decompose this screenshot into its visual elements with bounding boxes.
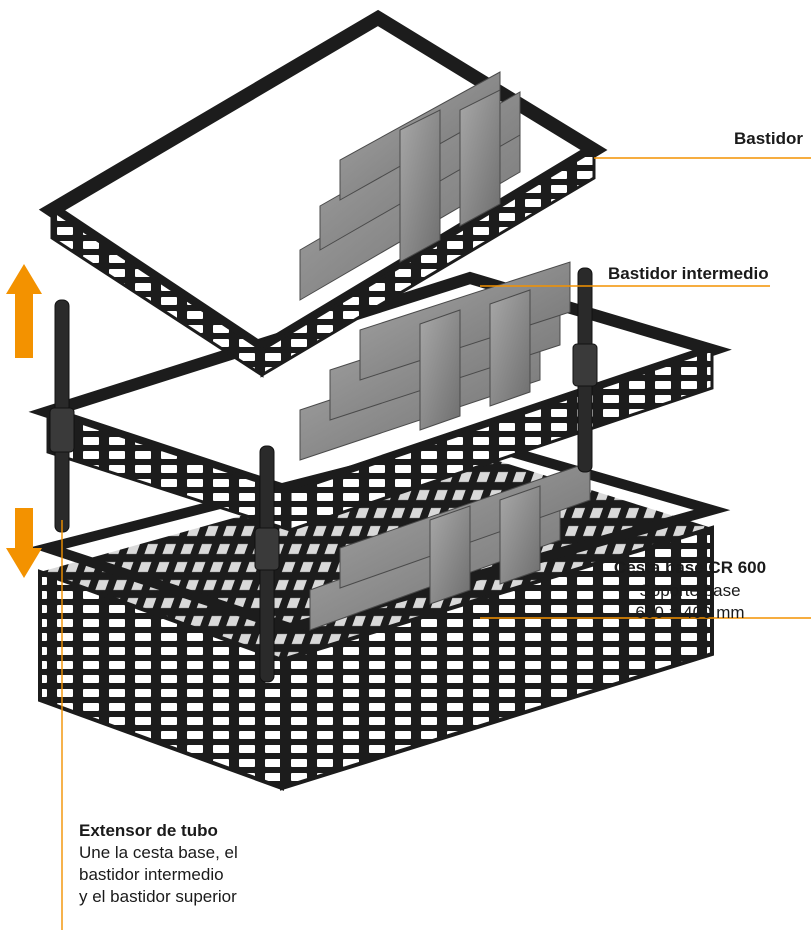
- arrow-down-icon: [6, 508, 42, 578]
- tube-extenders: [49, 267, 598, 683]
- top-dividers: [299, 71, 521, 301]
- tube-extender-label: Extensor de tubo Une la cesta base, el b…: [79, 820, 319, 908]
- tube-extender-line2: bastidor intermedio: [79, 865, 224, 884]
- intermediate-frame: [28, 261, 732, 533]
- tube-extender-line1: Une la cesta base, el: [79, 843, 238, 862]
- base-basket: [30, 434, 731, 791]
- tube-right-clamp: [572, 343, 598, 387]
- tube-left-clamp: [49, 407, 75, 453]
- intermediate-dividers: [299, 261, 571, 461]
- base-dividers: [309, 461, 591, 631]
- top-frame: [38, 9, 608, 378]
- top-frame-label: Bastidor: [734, 129, 803, 148]
- base-basket-line1: Soporte base: [639, 581, 741, 600]
- tube-extender-title: Extensor de tubo: [79, 821, 218, 840]
- arrow-up-icon: [6, 264, 42, 358]
- tube-extender-line3: y el bastidor superior: [79, 887, 237, 906]
- base-basket-title: Cesta base CR 600: [613, 558, 767, 577]
- leader-lines: [61, 157, 811, 930]
- base-basket-line2: 600 × 400 mm: [635, 603, 745, 622]
- tube-center-clamp: [254, 527, 280, 571]
- base-basket-label: Cesta base CR 600 Soporte base 600 × 400…: [590, 557, 790, 624]
- intermediate-frame-label: Bastidor intermedio: [608, 264, 769, 283]
